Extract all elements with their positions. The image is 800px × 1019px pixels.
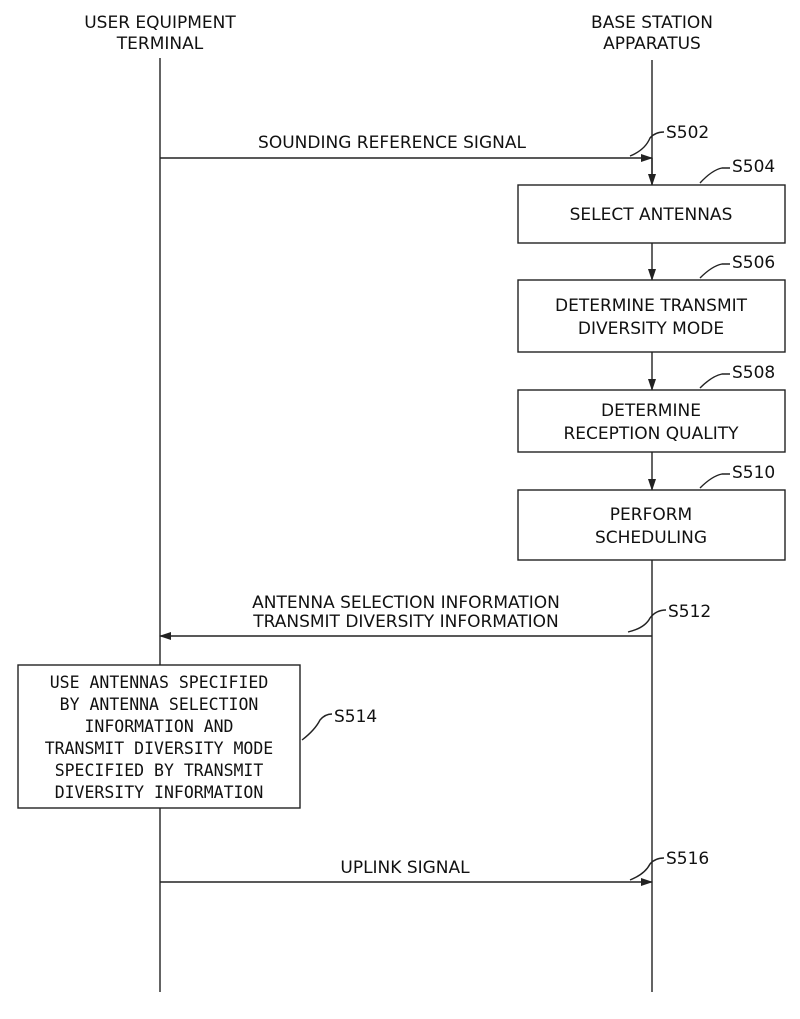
leader-s512 [628,610,666,632]
step-label-s514: S514 [334,707,377,727]
process-text-s514-3: INFORMATION AND [84,717,233,736]
step-label-s506: S506 [732,253,775,273]
step-label-s508: S508 [732,363,775,383]
leader-s516 [630,858,664,880]
leader-s504 [700,168,730,183]
process-text-s506-1: DETERMINE TRANSMIT [555,296,748,316]
process-box-s506 [518,280,785,352]
leader-s510 [700,474,730,488]
process-text-s510-2: SCHEDULING [595,528,707,548]
step-label-s510: S510 [732,463,775,483]
step-label-s504: S504 [732,157,775,177]
process-text-s504: SELECT ANTENNAS [570,205,733,225]
actor-left-title-1: USER EQUIPMENT [84,13,236,33]
step-label-s512: S512 [668,602,711,622]
message-label-info-1: ANTENNA SELECTION INFORMATION [252,593,560,613]
step-label-s516: S516 [666,849,709,869]
message-label-srs: SOUNDING REFERENCE SIGNAL [258,133,526,153]
leader-s506 [700,264,730,278]
process-text-s514-5: SPECIFIED BY TRANSMIT [55,761,264,780]
process-text-s514-4: TRANSMIT DIVERSITY MODE [45,739,273,758]
process-text-s514-1: USE ANTENNAS SPECIFIED [50,673,269,692]
process-text-s506-2: DIVERSITY MODE [578,319,724,339]
leader-s502 [630,132,664,156]
process-text-s508-2: RECEPTION QUALITY [563,424,739,444]
message-label-info-2: TRANSMIT DIVERSITY INFORMATION [252,612,559,632]
actor-right-title-1: BASE STATION [591,13,713,33]
leader-s508 [700,374,730,388]
message-label-uplink: UPLINK SIGNAL [340,858,470,878]
process-text-s508-1: DETERMINE [601,401,701,421]
step-label-s502: S502 [666,123,709,143]
actor-right-title-2: APPARATUS [603,34,701,54]
process-box-s510 [518,490,785,560]
actor-left-title-2: TERMINAL [116,34,204,54]
process-text-s514-2: BY ANTENNA SELECTION [60,695,259,714]
process-text-s510-1: PERFORM [610,505,692,525]
process-text-s514-6: DIVERSITY INFORMATION [55,783,264,802]
leader-s514 [302,714,332,740]
